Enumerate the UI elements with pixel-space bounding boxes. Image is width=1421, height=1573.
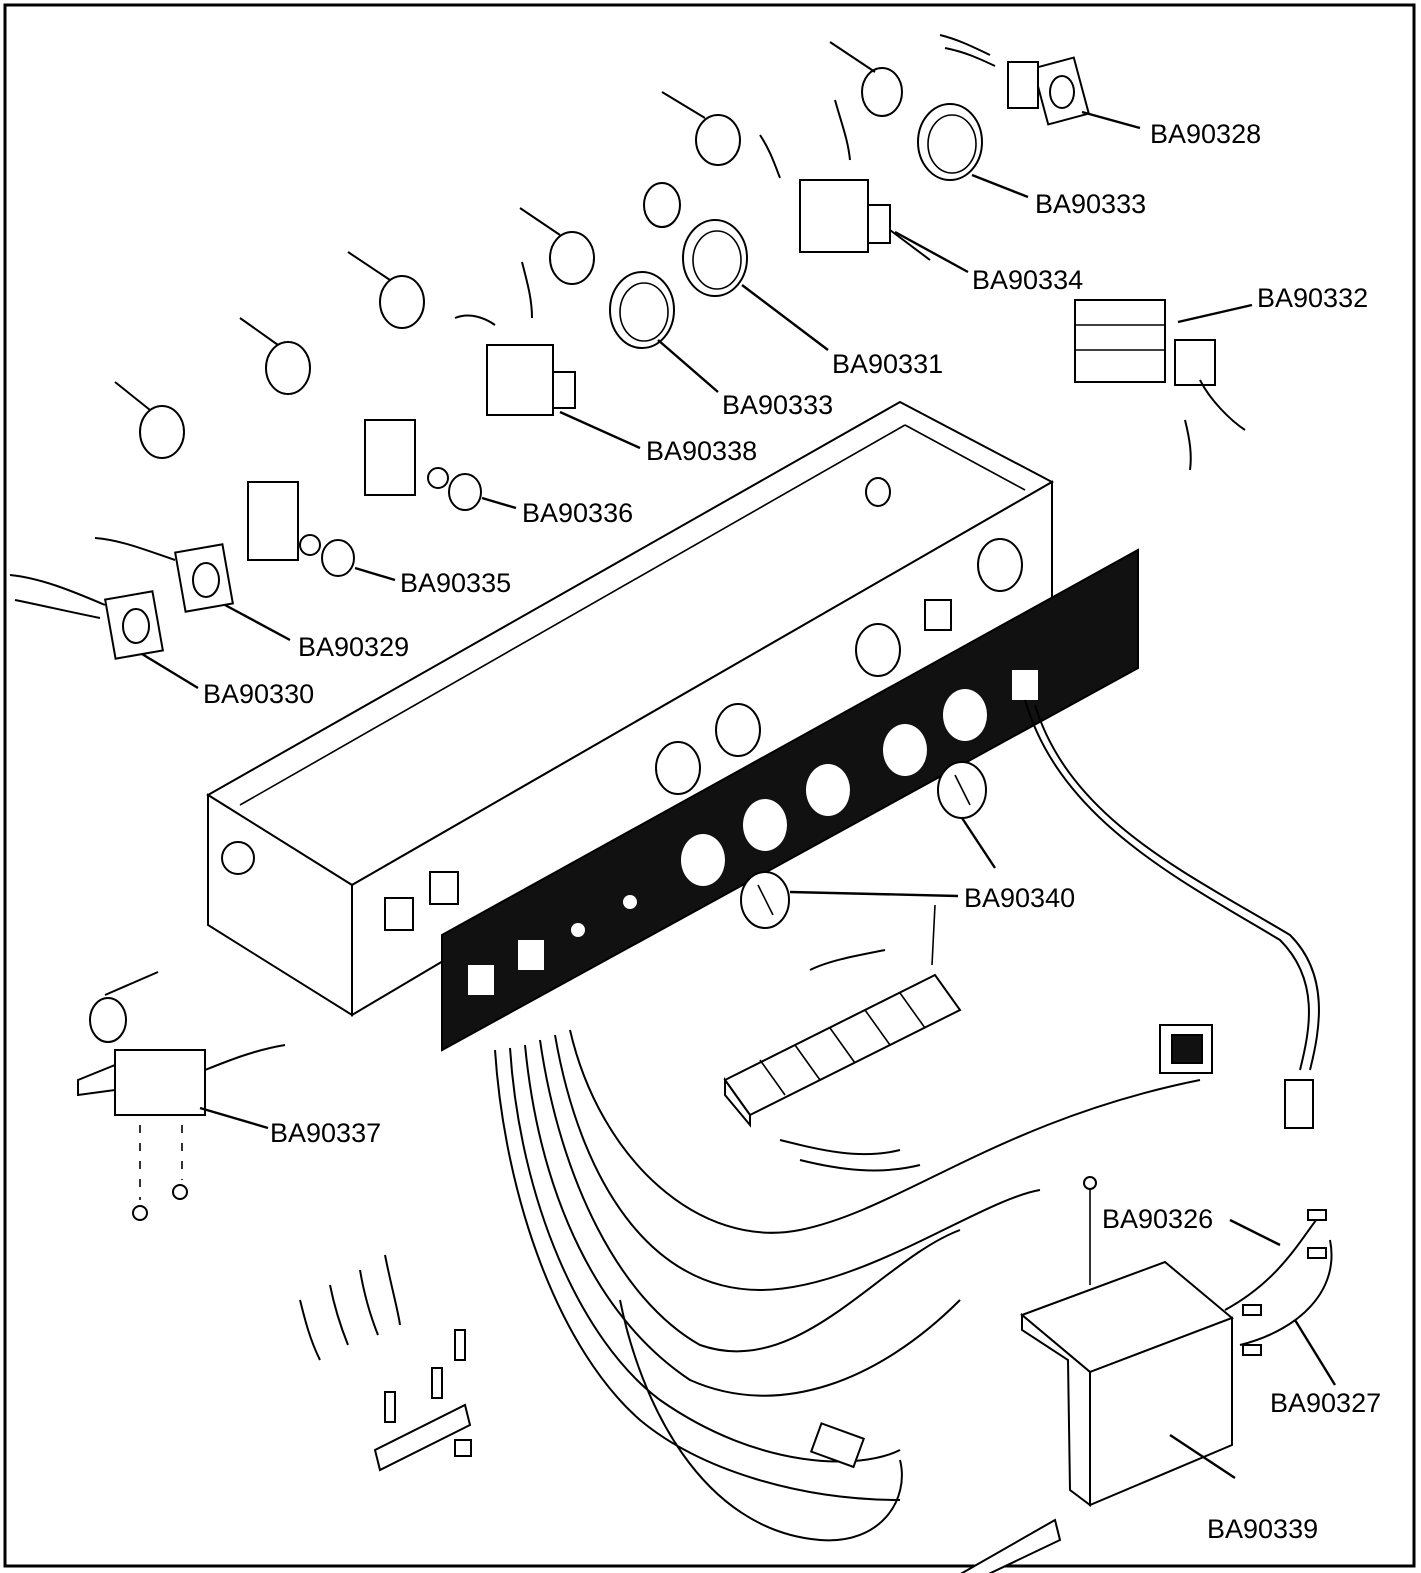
thermostat-switch bbox=[661, 91, 931, 261]
plug-connector bbox=[809, 1422, 866, 1469]
part-label-ba90326: BA90326 bbox=[1102, 1204, 1213, 1234]
part-label-ba90328: BA90328 bbox=[1150, 119, 1261, 149]
housing-round-cutout bbox=[715, 703, 761, 757]
terminal-strip bbox=[299, 1254, 472, 1472]
control-knob bbox=[937, 761, 987, 819]
part-label-ba90327: BA90327 bbox=[1270, 1388, 1381, 1418]
part-label-ba90338: BA90338 bbox=[646, 436, 757, 466]
control-box bbox=[1020, 1176, 1333, 1507]
part-label-ba90336: BA90336 bbox=[522, 498, 633, 528]
housing-square-cutout bbox=[384, 897, 414, 931]
rocker-switch bbox=[94, 537, 235, 613]
plug-connector bbox=[1284, 1079, 1314, 1129]
leader-lines bbox=[141, 110, 1337, 1480]
gauge bbox=[519, 207, 675, 349]
relay-assembly bbox=[77, 971, 286, 1221]
terminal-block bbox=[1074, 299, 1246, 471]
housing-side-hole bbox=[221, 841, 255, 875]
diagram-frame bbox=[3, 3, 1416, 1568]
push-button bbox=[239, 317, 482, 511]
housing-top-hole bbox=[865, 477, 891, 507]
housing-round-cutout bbox=[655, 741, 701, 795]
part-label-ba90329: BA90329 bbox=[298, 632, 409, 662]
thermostat-switch bbox=[347, 251, 576, 416]
rocker-switch bbox=[9, 574, 165, 660]
housing-round-cutout bbox=[855, 623, 901, 677]
part-label-ba90337: BA90337 bbox=[270, 1118, 381, 1148]
push-button bbox=[114, 381, 355, 577]
part-label-ba90340: BA90340 bbox=[964, 883, 1075, 913]
part-label-ba90331: BA90331 bbox=[832, 349, 943, 379]
rocker-switch bbox=[939, 34, 1091, 126]
part-label-ba90335: BA90335 bbox=[400, 568, 511, 598]
housing-square-cutout bbox=[924, 599, 952, 631]
housing-round-cutout bbox=[977, 538, 1023, 592]
wiring-harness bbox=[494, 699, 1320, 1542]
part-label-ba90334: BA90334 bbox=[972, 265, 1083, 295]
connector-block bbox=[723, 904, 962, 1172]
gauge bbox=[643, 182, 748, 297]
housing-box bbox=[206, 400, 1055, 1017]
part-label-ba90333-top: BA90333 bbox=[1035, 189, 1146, 219]
part-label-ba90339: BA90339 bbox=[1207, 1514, 1318, 1544]
control-knob bbox=[740, 871, 790, 929]
multi-pin-connector bbox=[960, 1518, 1062, 1573]
front-panel bbox=[441, 548, 1139, 1052]
gauge bbox=[829, 41, 983, 181]
part-label-ba90330: BA90330 bbox=[203, 679, 314, 709]
housing-square-cutout bbox=[429, 871, 459, 905]
plug-connector bbox=[1159, 1024, 1213, 1074]
part-label-ba90333-mid: BA90333 bbox=[722, 390, 833, 420]
part-label-ba90332: BA90332 bbox=[1257, 283, 1368, 313]
